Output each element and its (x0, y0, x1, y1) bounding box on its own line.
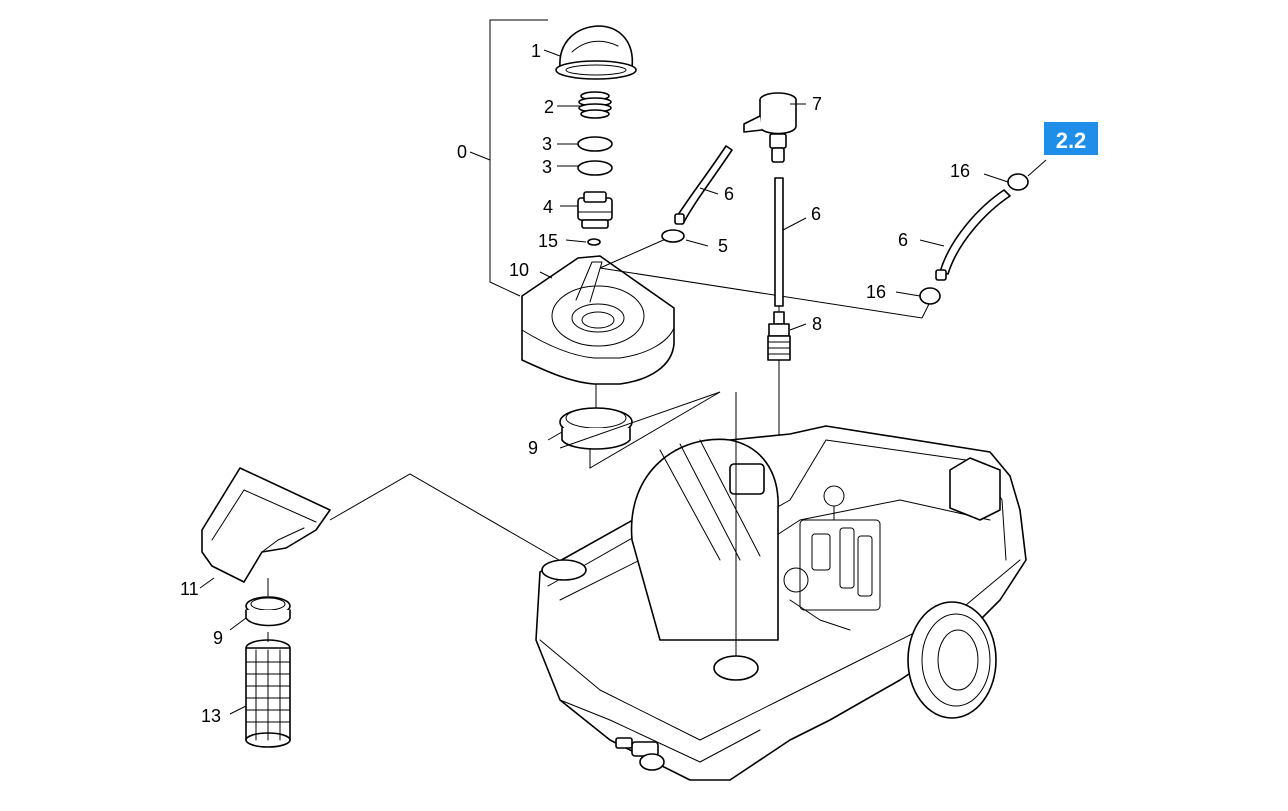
callout-6-right[interactable]: 6 (898, 230, 908, 250)
callout-7[interactable]: 7 (812, 94, 822, 114)
part-3-o-ring-lower[interactable] (577, 160, 613, 176)
callout-10[interactable]: 10 (509, 260, 529, 280)
part-15-small-ring[interactable] (587, 238, 601, 246)
part-2-spring[interactable] (578, 91, 612, 119)
part-13-filter-cartridge[interactable] (245, 639, 291, 748)
part-16-clamp-upper[interactable] (1007, 173, 1029, 191)
part-3-o-ring-upper[interactable] (577, 136, 613, 152)
part-6-hose-upper[interactable] (674, 145, 733, 225)
callout-8[interactable]: 8 (812, 314, 822, 334)
callout-labels: 0 1 2 3 3 4 15 10 6 5 7 6 8 16 6 16 9 11… (180, 41, 970, 726)
part-9-seal-ring-upper[interactable] (559, 407, 633, 450)
callout-4[interactable]: 4 (543, 197, 553, 217)
part-6-hose-right[interactable] (935, 189, 1011, 281)
callout-15[interactable]: 15 (538, 231, 558, 251)
callout-0[interactable]: 0 (457, 142, 467, 162)
section-badge[interactable]: 2.2 (1044, 122, 1098, 155)
part-7-valve[interactable] (743, 92, 797, 163)
part-6-tube-vertical[interactable] (774, 177, 784, 307)
part-5-hose-clamp[interactable] (661, 229, 685, 243)
callout-6-tube[interactable]: 6 (811, 204, 821, 224)
part-8-filter[interactable] (767, 311, 791, 361)
callout-6-upper[interactable]: 6 (724, 184, 734, 204)
callout-11[interactable]: 11 (180, 579, 199, 599)
callout-16-upper[interactable]: 16 (950, 161, 970, 181)
callout-16-lower[interactable]: 16 (866, 282, 886, 302)
callout-2[interactable]: 2 (544, 97, 554, 117)
section-badge-text: 2.2 (1056, 128, 1087, 153)
machine-body (535, 392, 1027, 781)
group-bracket (469, 19, 548, 297)
part-11-cover[interactable] (201, 467, 331, 583)
part-1-cap[interactable] (555, 25, 637, 80)
part-9-seal-ring-lower[interactable] (245, 596, 291, 627)
callout-9-lower[interactable]: 9 (213, 628, 223, 648)
callout-3b[interactable]: 3 (542, 157, 552, 177)
part-10-tank-lid[interactable] (521, 255, 675, 385)
part-4-valve-insert[interactable] (577, 191, 613, 229)
part-16-clamp-lower[interactable] (919, 287, 941, 305)
callout-9-upper[interactable]: 9 (528, 438, 538, 458)
callout-13[interactable]: 13 (201, 706, 221, 726)
callout-3a[interactable]: 3 (542, 134, 552, 154)
callout-1[interactable]: 1 (531, 41, 541, 61)
callout-5[interactable]: 5 (718, 236, 728, 256)
